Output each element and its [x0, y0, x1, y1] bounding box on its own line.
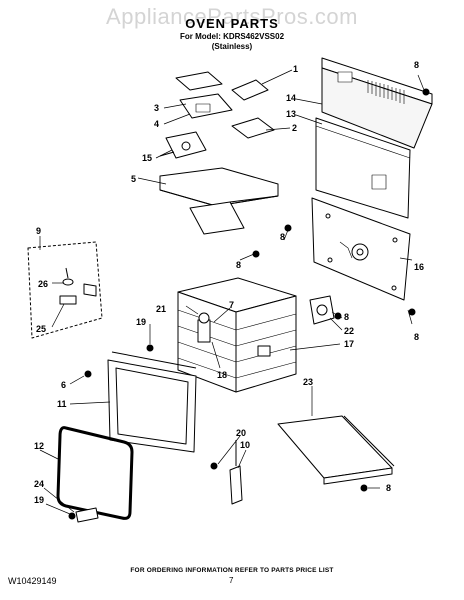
callout-16: 16 [414, 262, 424, 272]
page-number: 7 [229, 576, 234, 585]
door-gasket-part [56, 426, 134, 520]
callout-17: 17 [344, 339, 354, 349]
ordering-note: FOR ORDERING INFORMATION REFER TO PARTS … [130, 567, 334, 574]
callout-19b: 19 [34, 495, 44, 505]
rack-part [277, 415, 395, 485]
callout-21: 21 [156, 304, 166, 314]
callout-26: 26 [38, 279, 48, 289]
callout-8d: 8 [414, 332, 419, 342]
callout-23: 23 [303, 377, 313, 387]
callout-8c: 8 [344, 312, 349, 322]
upper-component-parts [159, 71, 275, 159]
callout-15: 15 [142, 153, 152, 163]
lamp-assembly-box [27, 241, 103, 339]
callout-1: 1 [293, 64, 298, 74]
lamp-components [59, 267, 97, 305]
callout-8f: 8 [280, 232, 285, 242]
callout-4: 4 [154, 119, 159, 129]
top-shield-part [159, 167, 279, 235]
callout-22: 22 [344, 326, 354, 336]
screw-parts [68, 88, 430, 520]
model-line: For Model: KDRS462VSS02 [179, 32, 285, 41]
callout-10: 10 [240, 440, 250, 450]
callout-24: 24 [34, 479, 44, 489]
callout-8a: 8 [414, 60, 419, 70]
callout-7: 7 [229, 300, 234, 310]
fan-bracket-part [309, 295, 335, 325]
callout-18: 18 [217, 370, 227, 380]
leader-lines [39, 69, 425, 515]
callout-19a: 19 [136, 317, 146, 327]
callout-5: 5 [131, 174, 136, 184]
callout-12: 12 [34, 441, 44, 451]
vent-panel-part [321, 57, 433, 149]
callout-9: 9 [36, 226, 41, 236]
callout-25: 25 [36, 324, 46, 334]
callout-8b: 8 [236, 260, 241, 270]
back-panel-part [311, 197, 411, 301]
callout-8e: 8 [386, 483, 391, 493]
door-frame-part [107, 351, 197, 453]
callout-labels: 1 2 3 4 5 6 7 8 8 8 8 8 8 9 10 11 12 13 … [34, 60, 424, 505]
callout-13: 13 [286, 109, 296, 119]
hinge-part [229, 440, 243, 505]
variant-line: (Stainless) [211, 42, 253, 51]
document-number: W10429149 [8, 576, 57, 586]
hinge-receptacle-part [75, 507, 99, 523]
rear-panel-part [315, 117, 411, 219]
oven-cavity-part [177, 277, 297, 393]
callout-2: 2 [292, 123, 297, 133]
callout-11: 11 [57, 399, 67, 409]
diagram-title: OVEN PARTS [185, 16, 279, 31]
callout-3: 3 [154, 103, 159, 113]
callout-6: 6 [61, 380, 66, 390]
callout-20: 20 [236, 428, 246, 438]
callout-14: 14 [286, 93, 296, 103]
watermark: AppliancePartsPros.com [106, 4, 358, 29]
